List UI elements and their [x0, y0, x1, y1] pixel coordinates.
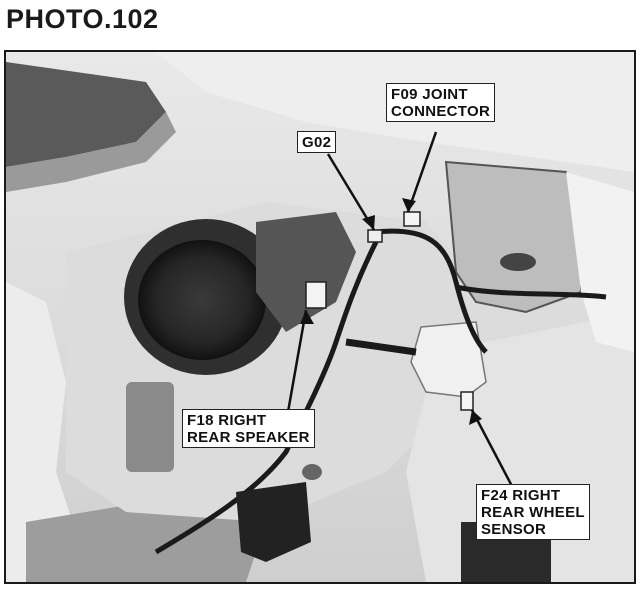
leader-g02 — [326, 153, 376, 231]
strut-tower — [566, 172, 634, 352]
arrowhead-g02 — [362, 215, 375, 230]
wiring-harness-4 — [345, 338, 417, 356]
leader-arrowheads — [300, 198, 482, 425]
speaker-cone — [138, 240, 266, 360]
f09-connector — [403, 211, 421, 227]
left-pillar — [6, 282, 76, 582]
f24-connector — [460, 391, 474, 411]
wiring-harness-3 — [455, 284, 607, 300]
wiring-harness — [375, 228, 488, 354]
wiring-harness-2 — [154, 240, 379, 555]
arrowhead-f24 — [469, 410, 482, 425]
callout-f18-right-rear-speaker: F18 RIGHT REAR SPEAKER — [182, 409, 315, 448]
page-title: PHOTO.102 — [6, 4, 159, 34]
window-frame — [6, 112, 176, 192]
vehicle-interior-photo: F09 JOINT CONNECTOR G02 F18 RIGHT REAR S… — [4, 50, 636, 584]
floor-plug — [236, 482, 311, 562]
rear-window — [6, 62, 166, 167]
leader-f09 — [406, 131, 438, 213]
bracket-hole — [500, 253, 536, 271]
f18-connector — [305, 281, 327, 309]
leader-lines — [286, 131, 516, 491]
callout-g02: G02 — [297, 131, 337, 153]
speaker-bracket — [256, 212, 356, 332]
g02-connector — [367, 229, 383, 243]
leader-f24 — [470, 409, 516, 491]
side-vent — [126, 382, 174, 472]
arrowhead-f09 — [402, 198, 416, 212]
callout-f09-joint-connector: F09 JOINT CONNECTOR — [386, 83, 496, 122]
leader-f18 — [286, 309, 308, 413]
callout-f24-right-rear-wheel-sensor: F24 RIGHT REAR WHEEL SENSOR — [476, 484, 590, 540]
floor-grommet — [302, 464, 322, 480]
arrowhead-f18 — [300, 310, 314, 324]
